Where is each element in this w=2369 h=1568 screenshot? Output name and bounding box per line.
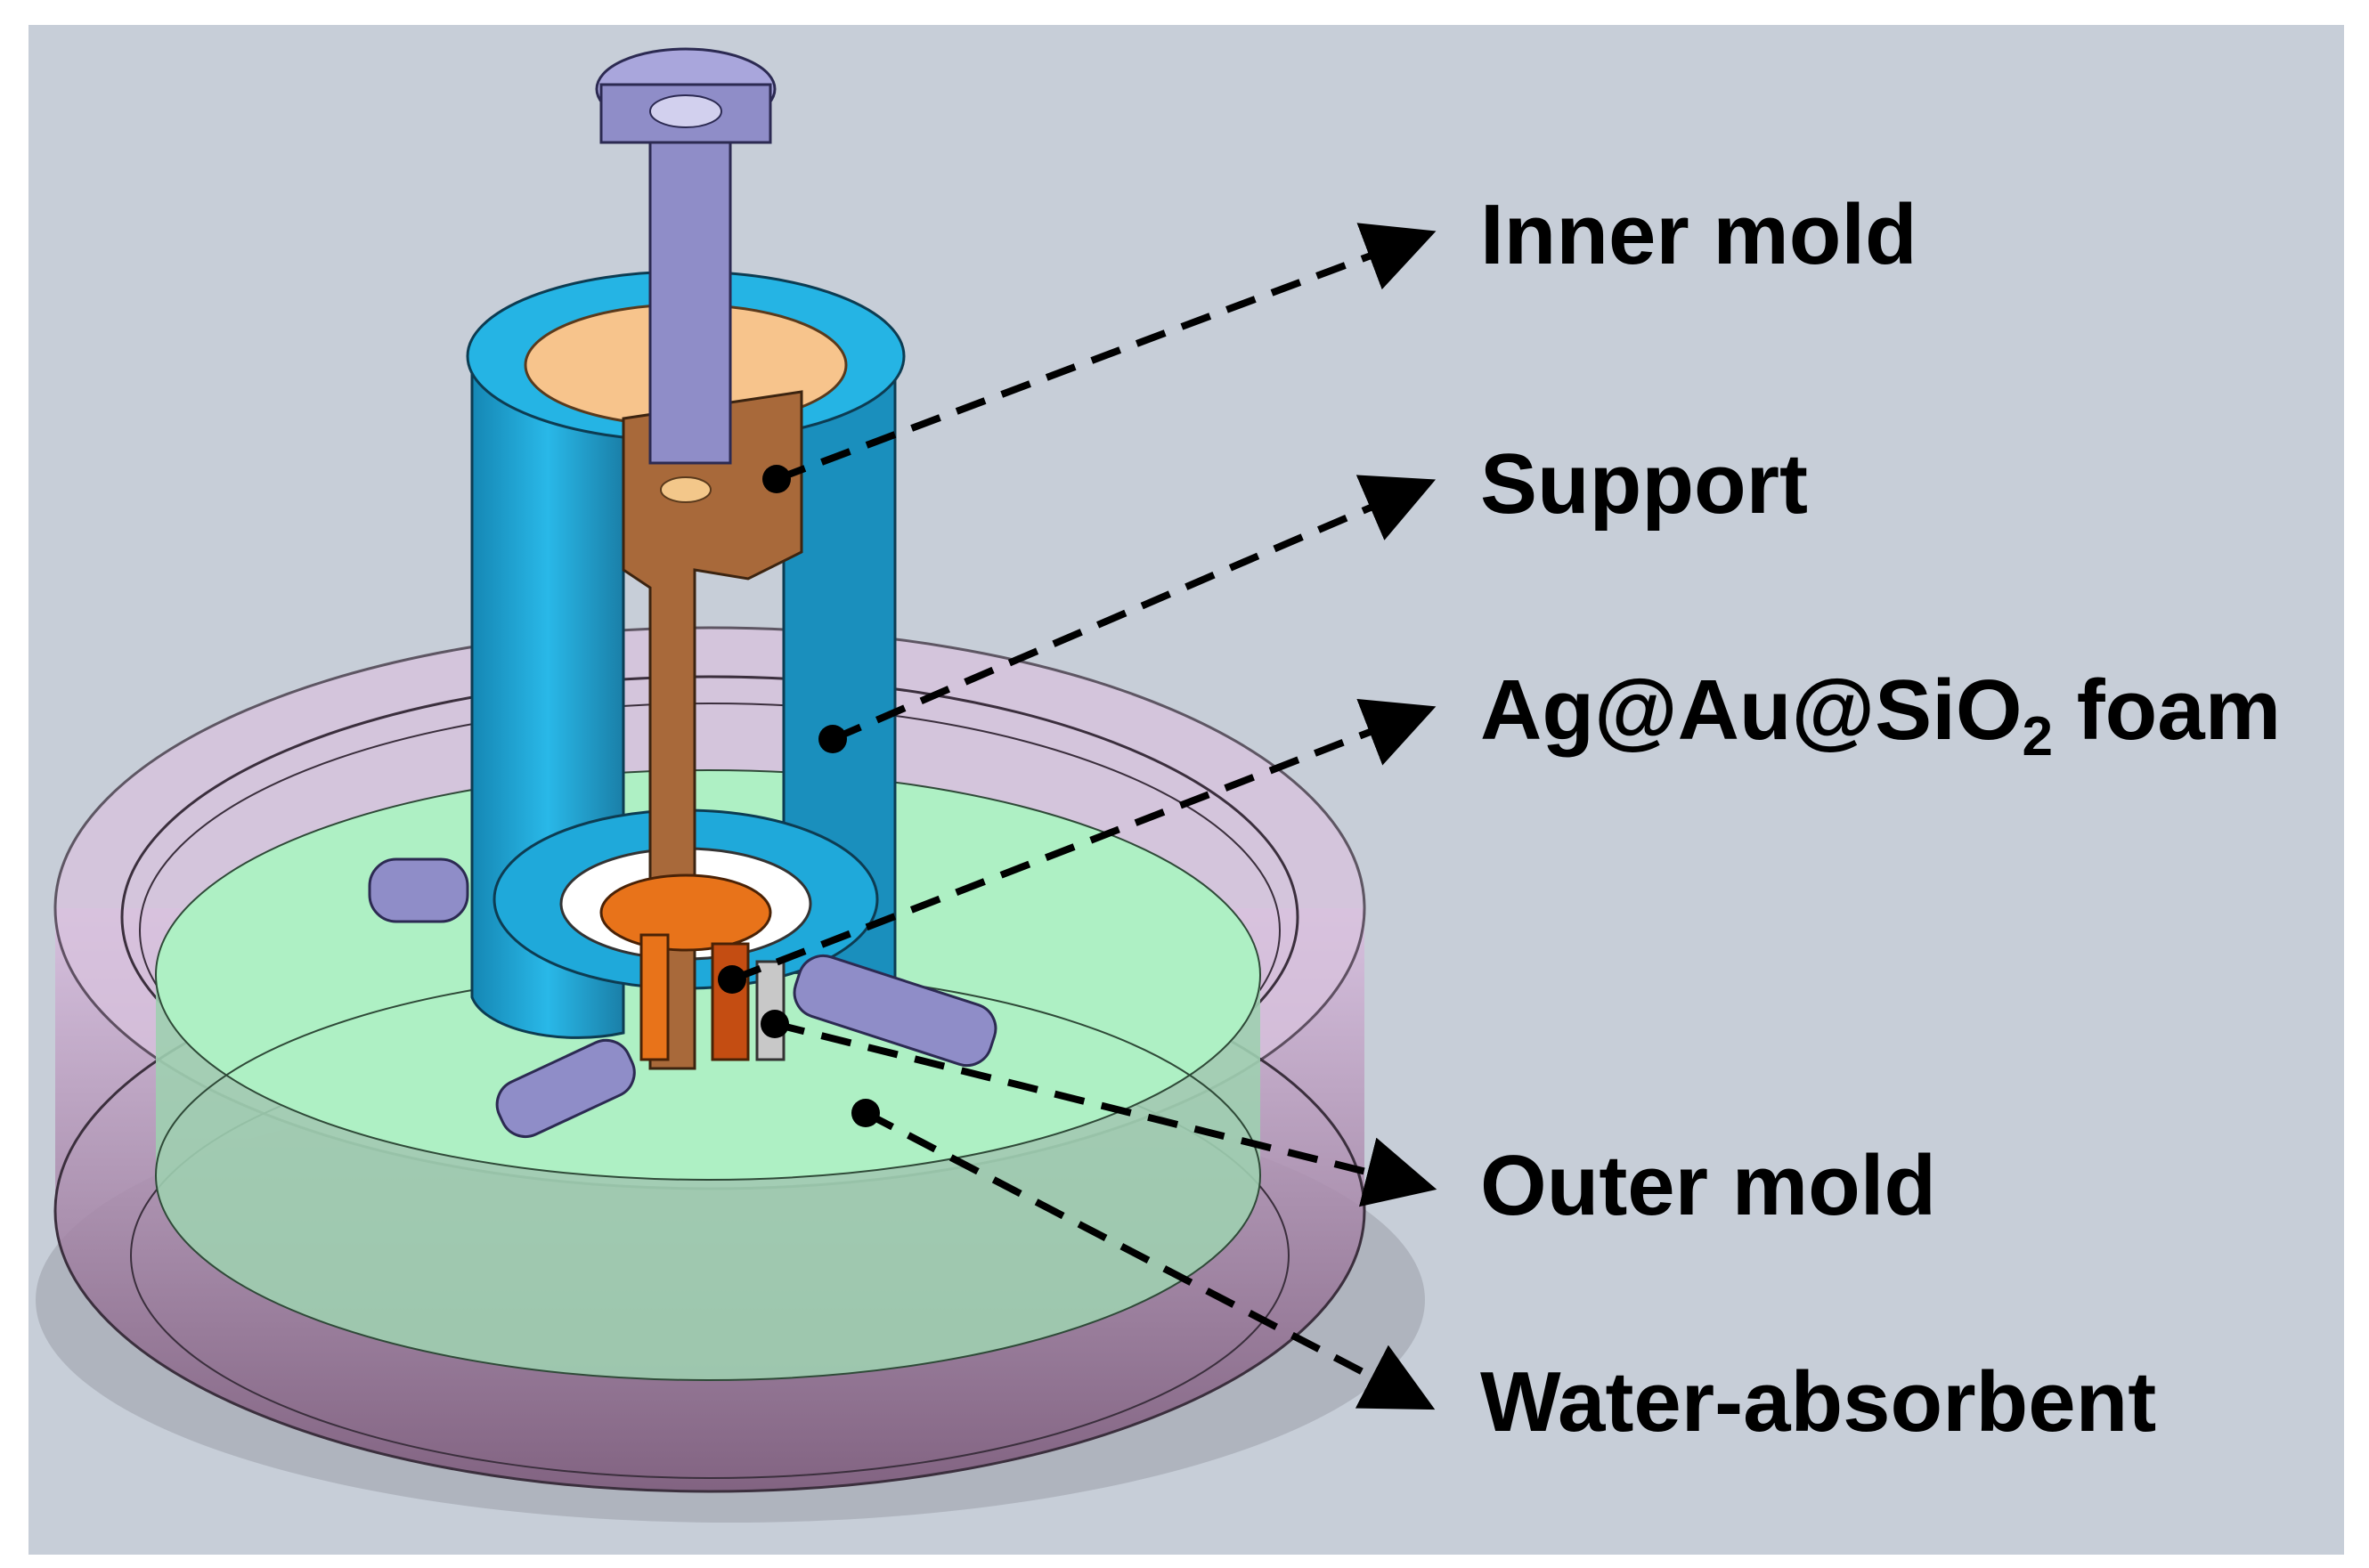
label-foam: Ag@Au@SiO2 foam <box>1480 668 2281 765</box>
label-inner-mold: Inner mold <box>1480 187 1917 282</box>
leader-inner-mold <box>775 223 1437 483</box>
label-water-absorbent: Water-absorbent <box>1480 1354 2157 1450</box>
leader-water-absorbent <box>864 1109 1436 1410</box>
leader-foam <box>730 698 1437 983</box>
leader-support <box>831 475 1437 743</box>
bottom-screws <box>495 954 997 1139</box>
label-foam-subscript: 2 <box>2022 706 2054 768</box>
left-screw <box>368 857 469 923</box>
label-foam-suffix: foam <box>2053 662 2282 758</box>
label-foam-prefix: Ag@Au@SiO <box>1480 662 2023 758</box>
top-screw <box>595 47 777 465</box>
leader-outer-mold <box>774 1020 1437 1207</box>
label-outer-mold: Outer mold <box>1480 1138 1937 1233</box>
label-support: Support <box>1480 436 1808 532</box>
